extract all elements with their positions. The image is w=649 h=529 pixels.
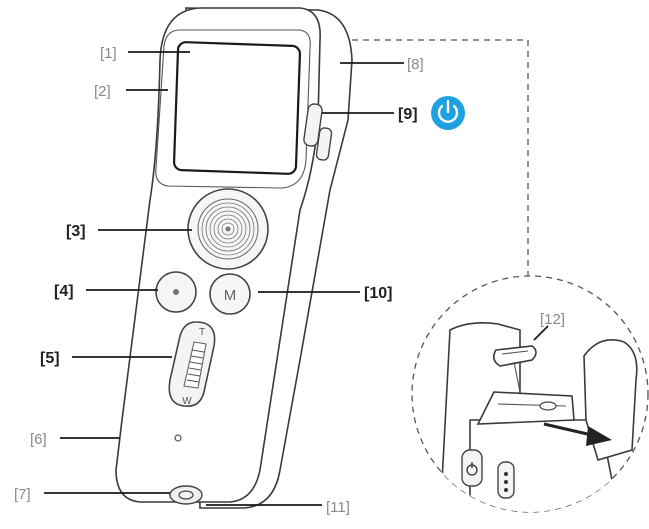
callout-6: [6] <box>30 431 47 448</box>
detail-connector <box>352 39 529 292</box>
leader-lines <box>44 51 549 506</box>
callout-4: [4] <box>54 283 74 300</box>
callout-11: [11] <box>326 499 350 516</box>
screen <box>172 41 302 175</box>
record-button[interactable] <box>187 188 269 270</box>
callout-10: [10] <box>364 285 392 302</box>
power-icon <box>431 96 465 130</box>
callout-3: [3] <box>66 223 86 240</box>
slider-letter-top: T <box>199 327 205 338</box>
zoom-slider[interactable]: T W <box>168 321 216 408</box>
photo-button[interactable] <box>155 271 197 313</box>
microphone-hole <box>174 434 182 442</box>
callout-8: [8] <box>407 56 424 73</box>
callout-2: [2] <box>94 83 111 100</box>
slide-direction-arrow <box>543 422 612 446</box>
side-buttons[interactable] <box>303 103 333 161</box>
mode-button[interactable]: M <box>209 273 251 315</box>
slider-letter-bottom: W <box>182 396 192 407</box>
callout-9: [9] <box>398 106 418 123</box>
callout-7: [7] <box>14 486 31 503</box>
callout-1: [1] <box>100 45 117 62</box>
detail-contents <box>439 322 638 512</box>
mode-button-letter: M <box>224 287 237 304</box>
callout-12: [12] <box>540 311 565 328</box>
bottom-port <box>169 485 203 505</box>
callout-5: [5] <box>40 350 60 367</box>
